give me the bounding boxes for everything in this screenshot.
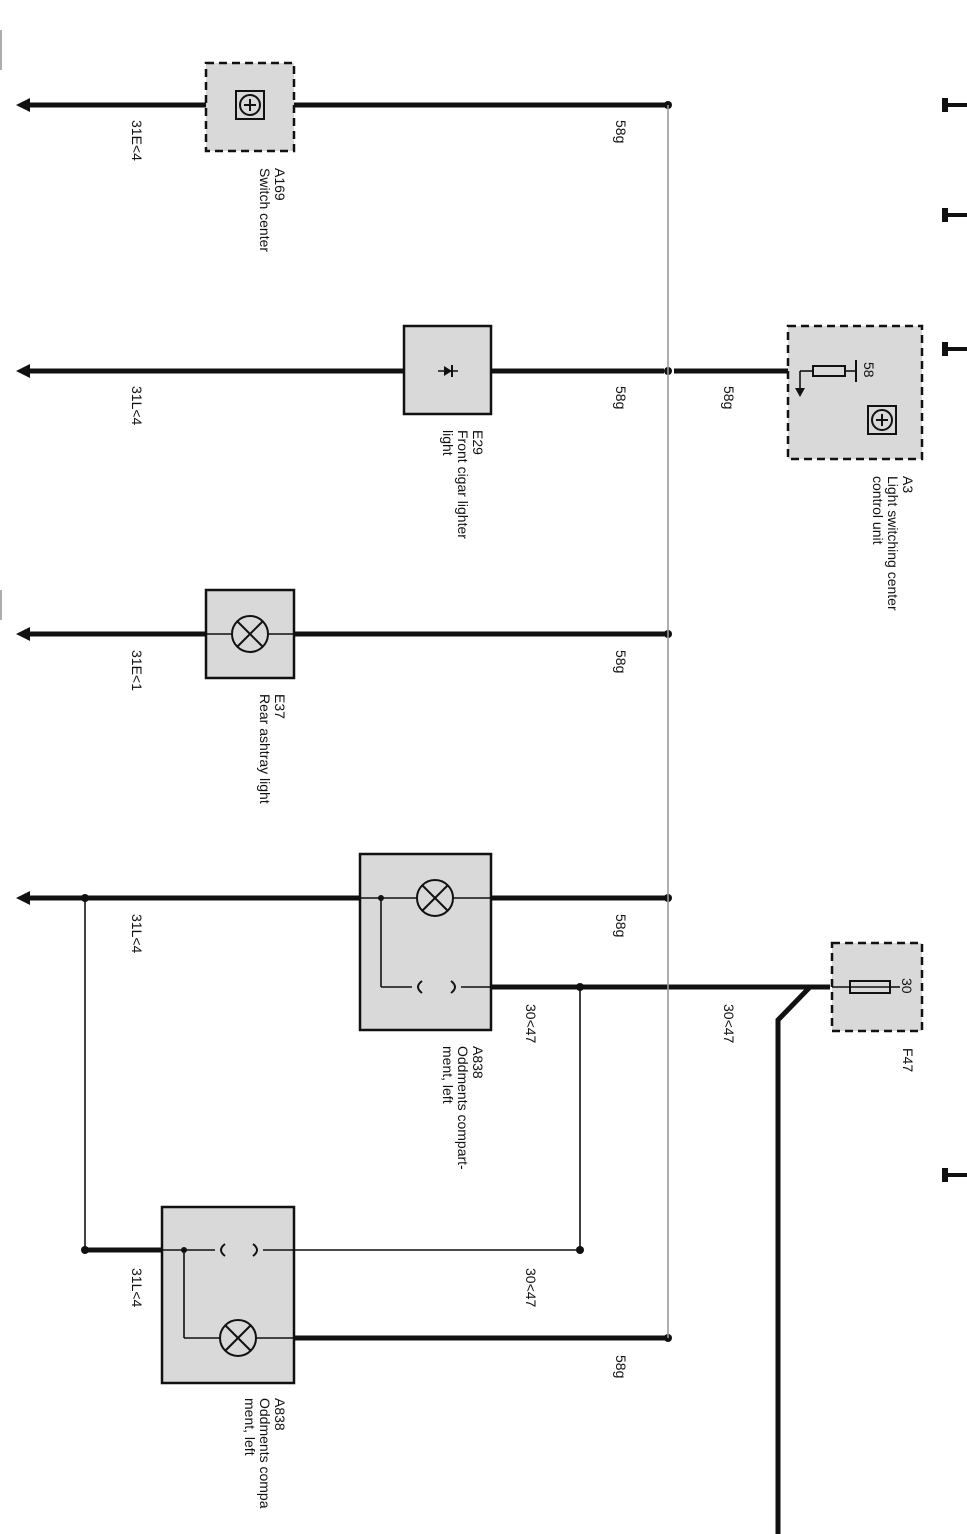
component-name: control unit bbox=[870, 476, 886, 545]
wire-label: 31E<4 bbox=[129, 120, 145, 161]
pin-label: 30 bbox=[899, 978, 915, 994]
transistor-icon bbox=[235, 90, 265, 120]
wire-label: 31E<1 bbox=[129, 650, 145, 691]
component-name: ment, left bbox=[242, 1398, 258, 1456]
circuit-a169: 31E<4 58g A169 Switch center bbox=[16, 61, 672, 252]
component-code: A838 bbox=[272, 1398, 288, 1431]
component-code: A838 bbox=[470, 1046, 486, 1079]
wire bbox=[775, 985, 812, 1534]
component-code: E37 bbox=[272, 694, 288, 719]
wire-label: 30<47 bbox=[523, 1004, 539, 1044]
component-name: Light switching center bbox=[885, 476, 901, 611]
circuit-e37: 31E<1 58g E37 Rear ashtray light bbox=[16, 588, 672, 804]
component-name: Switch center bbox=[257, 168, 273, 252]
switch-contact-icon bbox=[378, 895, 491, 994]
component-code: F47 bbox=[900, 1048, 916, 1072]
bulb-icon bbox=[360, 879, 491, 917]
component-name: ment, left bbox=[440, 1046, 456, 1104]
component-name: Oddments compart- bbox=[455, 1046, 471, 1170]
component-name: Rear ashtray light bbox=[257, 694, 273, 804]
component-name: Front cigar lighter bbox=[455, 430, 471, 539]
bulb-icon bbox=[219, 1319, 294, 1357]
wire-label: 31L<4 bbox=[129, 1268, 145, 1308]
component-a3[interactable] bbox=[786, 324, 924, 461]
wire-label: 58g bbox=[613, 650, 629, 673]
component-code: A169 bbox=[272, 168, 288, 201]
connector-stub-icon bbox=[942, 208, 967, 222]
component-a838-lower[interactable] bbox=[160, 1205, 296, 1385]
pin-label: 58 bbox=[861, 362, 877, 378]
wire-label: 30<47 bbox=[721, 1004, 737, 1044]
fuse-icon bbox=[832, 980, 900, 994]
circuit-e29: 31L<4 58g 58g E29 Front cigar lighter li… bbox=[16, 324, 924, 611]
wire-label: 30<47 bbox=[523, 1268, 539, 1308]
connector-stub-icon bbox=[942, 98, 967, 112]
transistor-icon bbox=[867, 405, 897, 435]
wire-label: 58g bbox=[613, 386, 629, 409]
wire-label: 58g bbox=[613, 914, 629, 937]
wire-label: 31L<4 bbox=[129, 914, 145, 954]
component-name: Oddments compa bbox=[257, 1398, 273, 1509]
wire-label: 58g bbox=[613, 120, 629, 143]
component-e29[interactable] bbox=[402, 324, 493, 416]
component-code: E29 bbox=[470, 430, 486, 455]
wire-label: 58g bbox=[721, 386, 737, 409]
component-name: light bbox=[440, 430, 456, 456]
bulb-icon bbox=[206, 615, 294, 653]
component-a838-upper[interactable] bbox=[358, 852, 493, 1032]
wire-label: 58g bbox=[613, 1355, 629, 1378]
lamp-icon bbox=[438, 365, 458, 377]
connector-stub-icon bbox=[942, 342, 967, 356]
wire-label: 31L<4 bbox=[129, 386, 145, 426]
resistor-icon bbox=[795, 360, 857, 397]
connector-stubs bbox=[942, 98, 967, 1182]
circuit-a838-upper: 31L<4 58g 30<47 30<47 A838 Oddments comp… bbox=[16, 852, 924, 1534]
circuit-a838-lower: 31L<4 30<47 58g A838 Oddments compa ment… bbox=[81, 898, 672, 1509]
component-code: A3 bbox=[900, 476, 916, 493]
switch-contact-icon bbox=[162, 1243, 294, 1339]
connector-stub-icon bbox=[942, 1168, 967, 1182]
